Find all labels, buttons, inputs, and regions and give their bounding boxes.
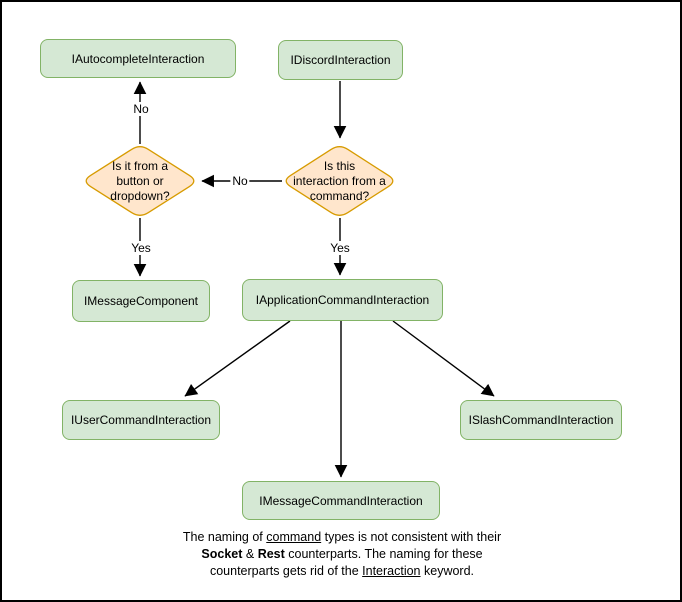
node-label: ISlashCommandInteraction [468, 413, 614, 427]
node-autocomplete-interaction: IAutocompleteInteraction [40, 39, 236, 78]
edge-label-yes: Yes [328, 241, 352, 255]
caption-note: The naming of command types is not consi… [182, 530, 502, 578]
edge-application-to-slash-command [392, 320, 495, 397]
node-message-component: IMessageComponent [72, 280, 210, 322]
node-label: IAutocompleteInteraction [71, 51, 205, 66]
node-slash-command-interaction: ISlashCommandInteraction [460, 400, 622, 440]
edge-label-no: No [131, 102, 151, 116]
diamond-shape [285, 146, 394, 216]
diamond-shape [85, 146, 195, 216]
node-user-command-interaction: IUserCommandInteraction [62, 400, 220, 440]
node-application-command-interaction: IApplicationCommandInteraction [242, 279, 443, 321]
node-label: IMessageComponent [83, 294, 199, 308]
node-label: IMessageCommandInteraction [259, 493, 423, 508]
node-label: IDiscordInteraction [290, 53, 391, 67]
edge-label-yes: Yes [129, 241, 153, 255]
node-label: IUserCommandInteraction [70, 413, 212, 427]
edge-label-no: No [230, 174, 250, 188]
node-label: IApplicationCommandInteraction [255, 293, 430, 307]
edge-application-to-user-command [184, 320, 291, 397]
node-message-command-interaction: IMessageCommandInteraction [242, 481, 440, 520]
node-discord-interaction: IDiscordInteraction [278, 40, 403, 80]
